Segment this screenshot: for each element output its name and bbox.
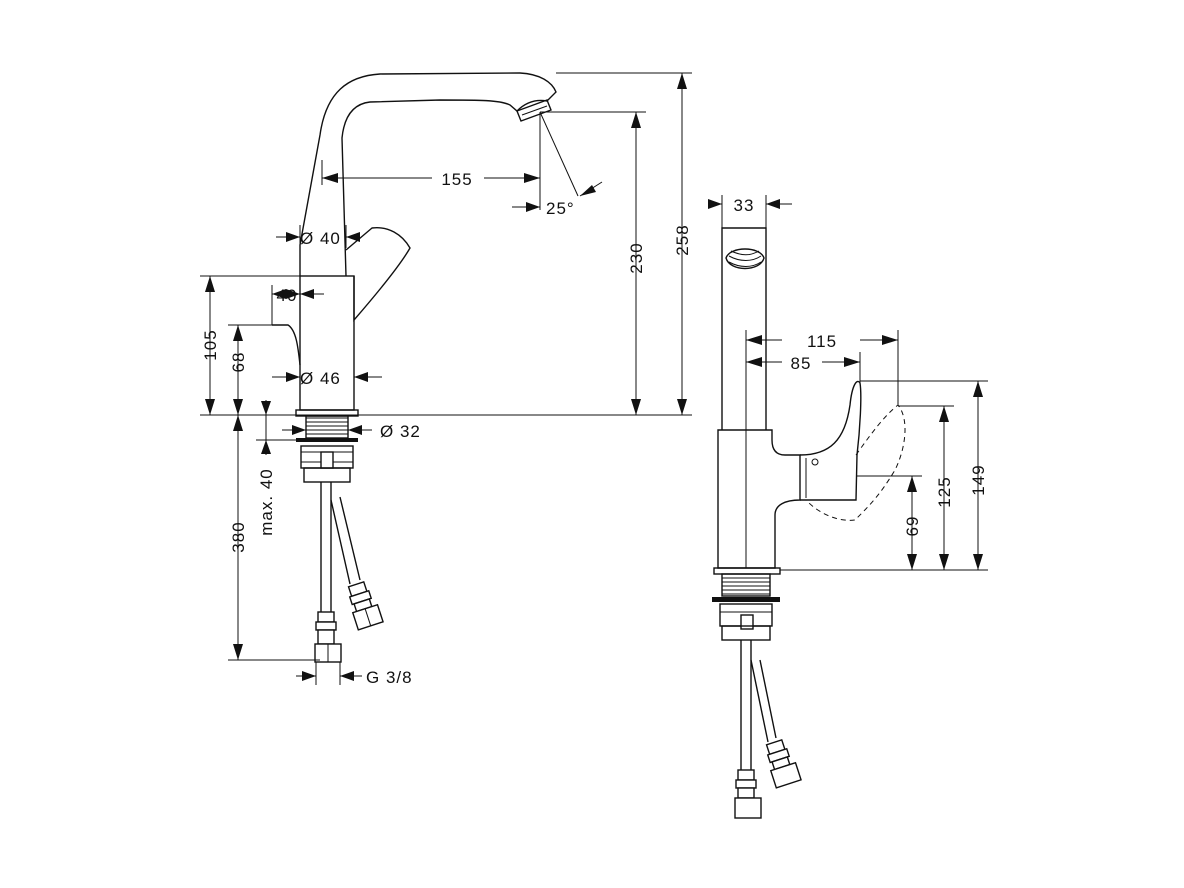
- dim-thread-diameter: Ø 32: [380, 422, 421, 441]
- aerator: [516, 99, 552, 122]
- side-thread: [721, 573, 771, 597]
- side-body: [717, 429, 801, 569]
- front-lever-handle: [345, 227, 411, 322]
- dim-spout-outlet-height: 230: [627, 242, 646, 273]
- side-base-rosette: [713, 567, 781, 575]
- pop-up-rod: [272, 324, 301, 366]
- front-thread: [305, 415, 349, 439]
- dim-lever-height: 68: [229, 352, 248, 373]
- dim-spray-angle: 25°: [546, 199, 575, 218]
- side-lever-swing-dashed: [805, 404, 906, 521]
- dim-hose-length: 380: [229, 521, 248, 552]
- front-hose-1: [320, 482, 332, 612]
- dim-lever-pivot-height: 69: [903, 516, 922, 537]
- front-washer: [296, 438, 358, 442]
- side-spout: [721, 227, 767, 430]
- aerator-mesh: [521, 105, 548, 116]
- dim-body-diameter: Ø 46: [300, 369, 341, 388]
- side-connector-nut-2: [769, 761, 802, 789]
- side-connector-nut-1: [734, 797, 762, 819]
- side-view: [712, 227, 906, 819]
- side-aerator: [725, 248, 765, 270]
- dim-lever-top-height: 149: [969, 464, 988, 495]
- dim-lever-swing-reach: 115: [807, 332, 837, 351]
- side-hose-2: [750, 659, 777, 743]
- dim-side-lever-reach: 85: [791, 354, 812, 373]
- front-dimensions: 258 230 155 25° Ø 40 40 1: [200, 72, 692, 687]
- dim-body-height: 105: [201, 329, 220, 360]
- dim-spout-width: 33: [734, 196, 755, 215]
- dim-connection-thread: G 3/8: [366, 668, 413, 687]
- dim-total-height: 258: [673, 224, 692, 255]
- front-hose-2: [330, 496, 361, 585]
- side-lever: [799, 380, 862, 501]
- front-nut-lower: [303, 467, 351, 483]
- side-hose-1: [740, 640, 752, 770]
- dim-lever-reach: 40: [277, 286, 298, 305]
- side-dimensions: 33 115 85 69 125 149: [708, 195, 988, 571]
- dim-spout-projection: 155: [441, 170, 472, 189]
- front-spout-outline: [299, 72, 557, 277]
- front-view: [272, 72, 557, 663]
- dim-max-deck-thickness: max. 40: [257, 468, 276, 535]
- dim-spout-tube-diameter: Ø 40: [300, 229, 341, 248]
- dim-lever-mid-height: 125: [935, 476, 954, 507]
